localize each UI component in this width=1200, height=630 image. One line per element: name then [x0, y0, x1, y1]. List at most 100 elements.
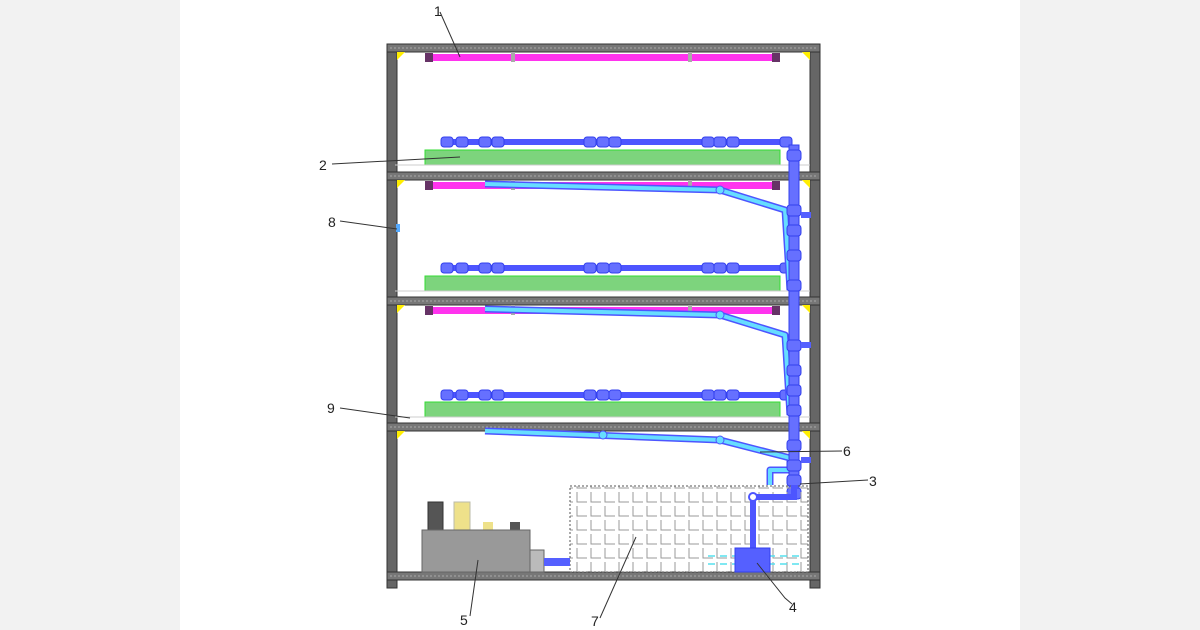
connector [529, 549, 545, 573]
riser-fitting [786, 149, 802, 162]
riser-fitting [786, 474, 802, 487]
pipe-fitting [491, 389, 505, 401]
pipe-fitting [583, 136, 597, 148]
pipe-joint [715, 310, 725, 320]
pipe-fitting [440, 136, 454, 148]
pipe-fitting [608, 262, 622, 274]
shelves [395, 52, 810, 418]
pipe-fitting [713, 262, 727, 274]
pipe-fitting [440, 389, 454, 401]
light-mount [772, 53, 780, 62]
grow-tray [424, 401, 781, 418]
light-hanger [511, 52, 515, 62]
pipe-fitting [491, 262, 505, 274]
pipe-fitting [701, 136, 715, 148]
riser-fitting [786, 249, 802, 262]
component-yellow [453, 501, 471, 531]
grow-light-bar [430, 54, 775, 61]
callout-labels: 1 2 3 4 5 6 7 8 9 [319, 3, 877, 629]
riser-fitting [786, 204, 802, 217]
pipe-joint [748, 492, 758, 502]
pipe-fitting [455, 136, 469, 148]
callout-3: 3 [869, 473, 877, 489]
pipe-fitting [726, 389, 740, 401]
riser-fitting [786, 384, 802, 397]
rack-frame [386, 43, 821, 589]
pipe-fitting [608, 389, 622, 401]
callout-8: 8 [328, 214, 336, 230]
pipe-fitting [701, 262, 715, 274]
frame-post-right [809, 43, 821, 589]
light-mount [425, 53, 433, 62]
valve-handle [801, 342, 811, 348]
light-mount [425, 306, 433, 315]
riser-fitting [786, 339, 802, 352]
pipe-fitting [726, 136, 740, 148]
bracket-right [802, 431, 810, 439]
pump [734, 547, 771, 573]
light-mount [772, 181, 780, 190]
riser-fitting [786, 439, 802, 452]
pipe-joint [598, 430, 608, 440]
callout-5: 5 [460, 612, 468, 628]
frame-post-left [386, 43, 398, 589]
pipe-joint [715, 185, 725, 195]
component-small-dark [510, 522, 520, 530]
callout-6: 6 [843, 443, 851, 459]
pipe-fitting [440, 262, 454, 274]
pump-outlet-pipe [750, 485, 797, 548]
bracket-left [397, 180, 405, 188]
pipe-fitting [713, 136, 727, 148]
pipe-fitting [491, 136, 505, 148]
pipe-fitting [701, 389, 715, 401]
riser-fitting [786, 364, 802, 377]
valve-handle [801, 457, 811, 463]
grow-tray [424, 149, 781, 166]
nutrient-box [421, 529, 531, 573]
callout-7: 7 [591, 613, 599, 629]
light-mount [772, 306, 780, 315]
drain-pipe-inner [484, 182, 792, 291]
bracket-left [397, 305, 405, 313]
pipe-fitting [608, 136, 622, 148]
riser-fitting [786, 459, 802, 472]
callout-4: 4 [789, 599, 797, 615]
callout-9: 9 [327, 400, 335, 416]
feed-pipe [544, 558, 570, 566]
light-hanger [688, 305, 692, 315]
light-mount [425, 181, 433, 190]
riser-fitting [786, 279, 802, 292]
valve-handle [801, 212, 811, 218]
sensor [396, 224, 400, 232]
riser-fitting [786, 224, 802, 237]
pipe-fitting [596, 389, 610, 401]
light-hanger [688, 52, 692, 62]
riser-fittings [786, 149, 811, 500]
component-small-yellow [483, 522, 493, 530]
riser-pipe [788, 144, 800, 491]
leader-lines [331, 11, 869, 619]
pipe-fitting [583, 389, 597, 401]
pipe-fitting [596, 136, 610, 148]
pipe-fitting [713, 389, 727, 401]
pipe-fitting [478, 389, 492, 401]
bracket-right [802, 180, 810, 188]
callout-2: 2 [319, 157, 327, 173]
bracket-left [397, 431, 405, 439]
riser-fitting [786, 404, 802, 417]
pipe-fitting [596, 262, 610, 274]
callout-1: 1 [434, 3, 442, 19]
pipe-fitting [478, 136, 492, 148]
bracket-right [802, 305, 810, 313]
grow-tray [424, 275, 781, 292]
pipe-fitting [455, 389, 469, 401]
component-dark [427, 501, 444, 531]
pipe-fitting [583, 262, 597, 274]
bracket-left [397, 52, 405, 60]
bracket-right [802, 52, 810, 60]
pipe-fitting [726, 262, 740, 274]
light-hanger [688, 180, 692, 190]
pipe-joint [715, 435, 725, 445]
